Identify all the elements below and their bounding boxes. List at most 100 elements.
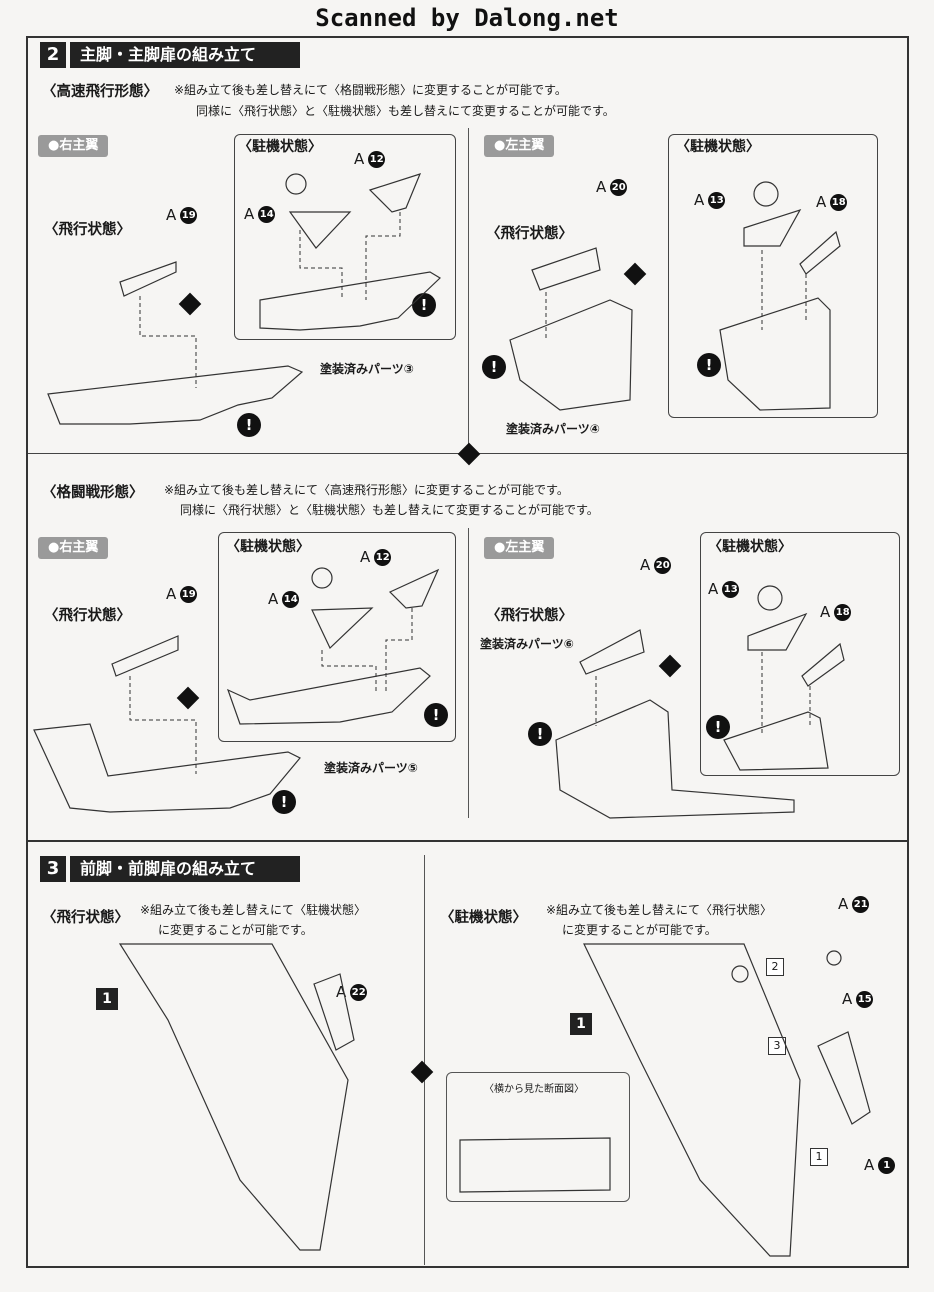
df-left-wing-badge: ●左主翼 [484,537,555,559]
s3-order-step-2: 2 [766,958,784,976]
hs-right-wing-shape [47,365,304,425]
dogfight-mode-heading: 〈格闘戦形態〉 [42,485,144,501]
s3-flight-part-1: 1 [96,988,118,1010]
s3-parked-part-1: 1 [570,1013,592,1035]
dogfight-note-1: ※組み立て後も差し替えにて〈高速飛行形態〉に変更することが可能です。 [164,483,569,497]
step-2-title: 主脚・主脚扉の組み立て [70,42,300,68]
s3-parked-note-1: ※組み立て後も差し替えにて〈飛行状態〉 [546,903,773,917]
df-right-flight-label: 〈飛行状態〉 [44,608,131,624]
df-right-box-wing-shape [226,667,431,725]
df-right-wing-shape [33,723,301,813]
df-left-part18-shape [801,642,845,687]
s3-flight-fuselage-shape [118,943,349,1251]
hs-left-parked-box [668,134,878,418]
step-3-number: 3 [40,856,66,882]
s3-flight-note-2: に変更することが可能です。 [158,923,313,937]
step-divider [28,840,907,842]
hs-right-painted-part: 塗装済みパーツ③ [320,362,414,376]
s3-parked-wheel-shape [731,965,749,983]
df-right-caution-icon: ! [272,790,296,814]
df-right-part12-shape [388,568,440,609]
column-divider-1 [468,128,469,448]
step-3-title: 前脚・前脚扉の組み立て [70,856,300,882]
df-left-parked-label: 〈駐機状態〉 [708,536,792,556]
df-left-painted-part: 塗装済みパーツ⑥ [480,637,574,651]
s3-section-view-label: 〈横から見た断面図〉 [484,1084,584,1095]
df-left-flight-label: 〈飛行状態〉 [486,608,573,624]
df-right-parked-label: 〈駐機状態〉 [226,536,310,556]
hs-left-parked-label: 〈駐機状態〉 [676,136,760,156]
s3-parked-fuselage-shape [583,943,801,1257]
hs-left-flight-label: 〈飛行状態〉 [486,226,573,242]
df-right-painted-part: 塗装済みパーツ⑤ [324,761,418,775]
s3-flight-note-1: ※組み立て後も差し替えにて〈駐機状態〉 [140,903,367,917]
column-divider-2 [468,528,469,818]
df-left-part13-shape [747,612,808,651]
hs-right-part12-shape [368,173,422,213]
df-right-part19-shape [111,635,179,677]
s3-parked-heading: 〈駐機状態〉 [440,910,527,926]
step-2-number: 2 [40,42,66,68]
s3-order-step-1: 1 [810,1148,828,1166]
hs-right-guide-2 [299,230,343,300]
df-left-wheel-shape [757,585,783,611]
s3-flight-part22-shape [313,973,355,1051]
hs-right-wing-badge: ●右主翼 [38,135,109,157]
hs-left-wheel-shape [753,181,779,207]
hs-right-guide-1 [139,296,197,388]
df-right-wheel-shape [311,567,333,589]
dogfight-note-2: 同様に〈飛行状態〉と〈駐機状態〉も差し替えにて変更することが可能です。 [180,503,599,517]
df-left-parked-box [700,532,900,776]
hs-left-part20-shape [531,247,601,291]
df-right-guide-1 [129,676,197,774]
s3-section-shape [459,1137,611,1193]
s3-section-view-inset [446,1072,630,1202]
df-right-wing-badge: ●右主翼 [38,537,109,559]
page-frame [26,36,909,1268]
hs-right-part14-shape [288,211,352,249]
hs-left-caution-icon: ! [482,355,506,379]
df-right-box-caution-icon: ! [424,703,448,727]
df-left-part20-shape [579,629,645,675]
high-speed-note-2: 同様に〈飛行状態〉と〈駐機状態〉も差し替えにて変更することが可能です。 [196,104,615,118]
hs-right-flight-label: 〈飛行状態〉 [44,222,131,238]
hs-left-box-wing-shape [719,297,831,411]
hs-left-box-caution-icon: ! [697,353,721,377]
hs-left-painted-part: 塗装済みパーツ④ [506,422,600,436]
s3-parked-part1-shape [817,1031,871,1125]
df-left-box-wing-shape [723,711,829,771]
hs-right-box-wing-shape [259,271,441,331]
s3-parked-part21-shape [826,950,842,966]
hs-right-parked-box [234,134,456,340]
hs-right-box-caution-icon: ! [412,293,436,317]
df-right-guide-3 [385,608,413,694]
df-right-guide-2 [321,650,377,694]
high-speed-note-1: ※組み立て後も差し替えにて〈格闘戦形態〉に変更することが可能です。 [174,83,567,97]
df-left-caution-icon: ! [528,722,552,746]
watermark: Scanned by Dalong.net [315,4,619,32]
hs-left-wing-shape [509,299,633,411]
hs-left-part18-shape [799,230,841,275]
column-divider-3 [424,855,425,1265]
s3-order-step-3: 3 [768,1037,786,1055]
hs-left-part13-shape [743,208,802,247]
hs-left-wing-badge: ●左主翼 [484,135,555,157]
df-left-wing-shape [555,699,795,819]
hs-right-caution-icon: ! [237,413,261,437]
